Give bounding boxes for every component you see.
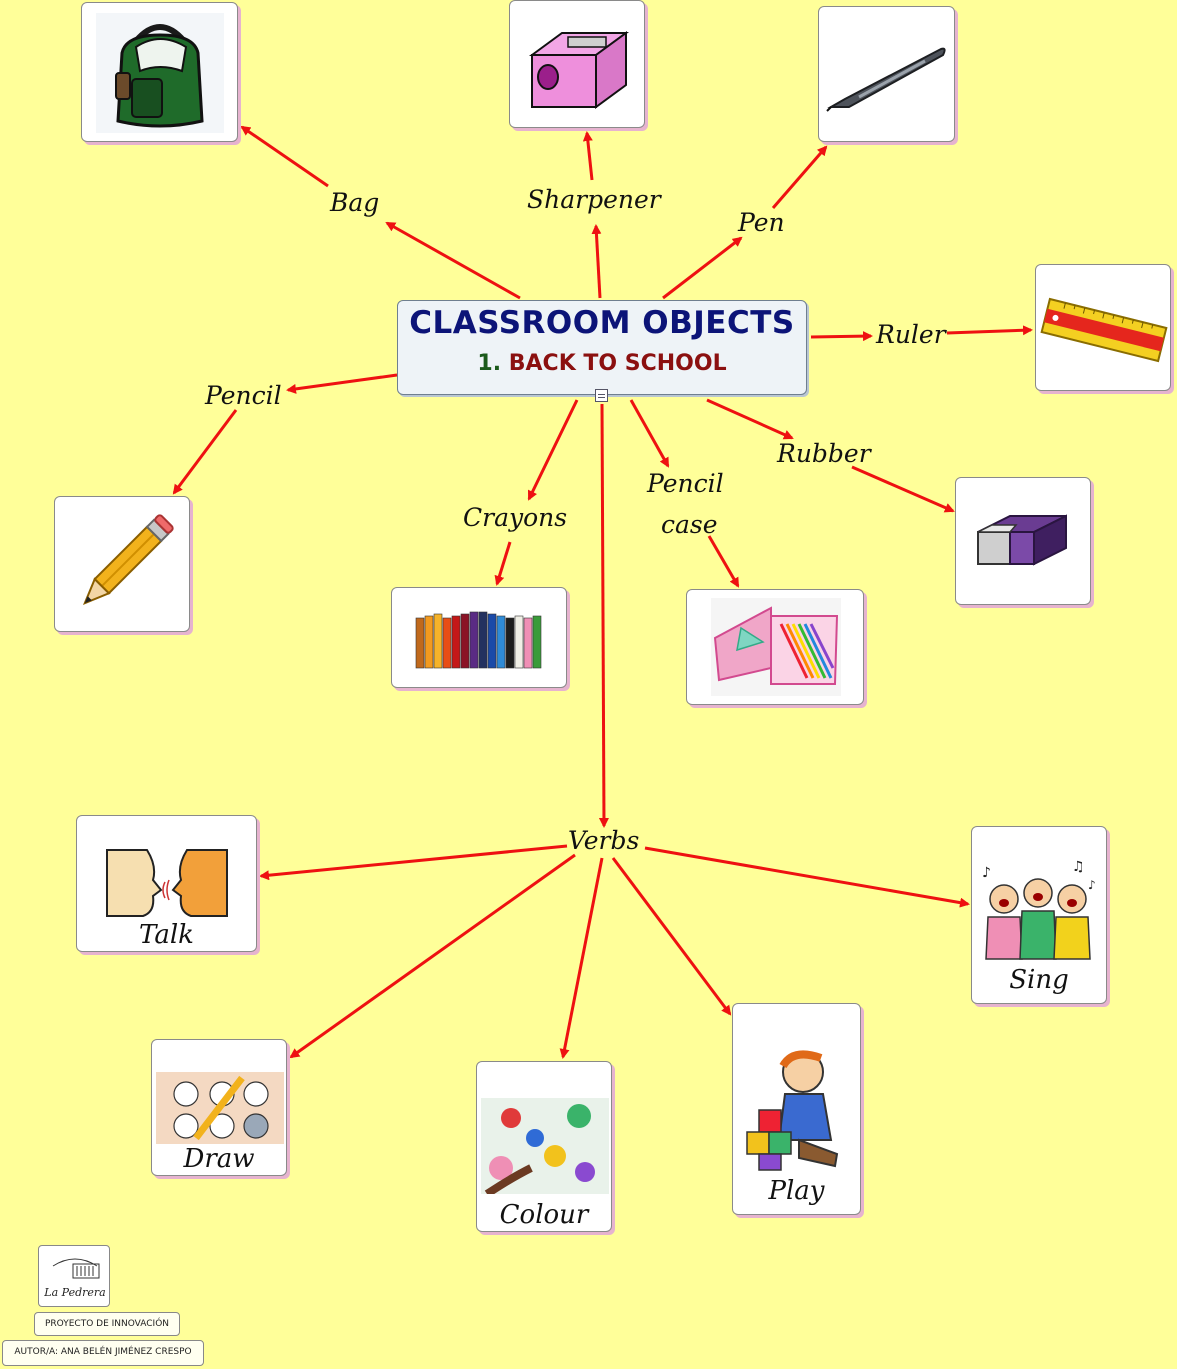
author-label: AUTOR/A: ANA BELÉN JIMÉNEZ CRESPO bbox=[2, 1340, 204, 1366]
svg-text:♪: ♪ bbox=[982, 865, 991, 881]
pen-icon bbox=[826, 47, 946, 112]
label-crayons: Crayons bbox=[463, 503, 568, 532]
card-bag[interactable] bbox=[81, 2, 238, 142]
colour-icon bbox=[481, 1098, 609, 1194]
pencil-case-icon bbox=[711, 598, 841, 696]
card-ruler[interactable] bbox=[1035, 264, 1171, 391]
label-pencil: Pencil bbox=[205, 381, 282, 410]
arrow-to-bag-label bbox=[385, 221, 521, 300]
draw-icon bbox=[156, 1072, 284, 1144]
arrow-to-ruler bbox=[946, 325, 1033, 336]
arrow-to-pen bbox=[771, 145, 828, 209]
play-caption: Play bbox=[768, 1176, 825, 1206]
card-play[interactable]: Play bbox=[732, 1003, 861, 1215]
sharpener-icon bbox=[528, 31, 630, 109]
arrow-to-pen-label bbox=[662, 236, 743, 300]
card-sing[interactable]: ♪ ♫ ♪ Sing bbox=[971, 826, 1107, 1004]
school-logo: La Pedrera bbox=[38, 1245, 110, 1307]
school-building-icon: La Pedrera bbox=[43, 1258, 106, 1299]
arrow-to-bag bbox=[240, 125, 329, 188]
arrow-to-ruler-label bbox=[810, 331, 873, 342]
arrow-to-sing bbox=[644, 846, 970, 908]
talk-icon bbox=[106, 849, 228, 917]
arrow-to-play bbox=[611, 857, 732, 1016]
colour-caption: Colour bbox=[499, 1200, 589, 1230]
card-pencil-case[interactable] bbox=[686, 589, 864, 705]
arrow-to-pencil bbox=[172, 409, 238, 495]
rubber-icon bbox=[977, 514, 1067, 566]
arrow-to-verbs bbox=[598, 403, 609, 828]
note-icon[interactable] bbox=[595, 389, 608, 402]
crayons-icon bbox=[415, 611, 542, 669]
play-icon bbox=[746, 1050, 839, 1171]
arrow-to-pencil-case-label bbox=[629, 399, 670, 468]
label-pencil-case-line2: case bbox=[661, 510, 718, 539]
label-rubber: Rubber bbox=[777, 439, 871, 468]
arrow-to-talk bbox=[259, 844, 568, 881]
central-subtitle: 1. BACK TO SCHOOL bbox=[398, 351, 806, 376]
svg-text:♪: ♪ bbox=[1088, 878, 1096, 892]
arrow-to-sharpener bbox=[582, 131, 594, 181]
svg-text:♫: ♫ bbox=[1072, 859, 1085, 875]
label-bag: Bag bbox=[330, 188, 380, 217]
label-pen: Pen bbox=[738, 208, 785, 237]
card-colour[interactable]: Colour bbox=[476, 1061, 612, 1232]
card-talk[interactable]: Talk bbox=[76, 815, 257, 952]
ruler-icon bbox=[1040, 297, 1168, 363]
card-rubber[interactable] bbox=[955, 477, 1091, 605]
logo-text: La Pedrera bbox=[43, 1286, 105, 1299]
card-sharpener[interactable] bbox=[509, 0, 645, 128]
card-crayons[interactable] bbox=[391, 587, 567, 688]
central-subtitle-text: BACK TO SCHOOL bbox=[508, 351, 727, 376]
arrow-to-colour bbox=[559, 857, 604, 1059]
arrow-to-pencil-label bbox=[286, 373, 398, 394]
arrow-to-rubber-label bbox=[706, 398, 794, 440]
arrow-to-sharpener-label bbox=[591, 224, 602, 299]
sing-caption: Sing bbox=[1009, 965, 1069, 995]
label-verbs: Verbs bbox=[568, 826, 640, 855]
central-title: CLASSROOM OBJECTS bbox=[409, 305, 795, 341]
card-draw[interactable]: Draw bbox=[151, 1039, 287, 1176]
central-topic[interactable]: CLASSROOM OBJECTS 1. BACK TO SCHOOL bbox=[397, 300, 807, 395]
arrow-to-crayons bbox=[494, 541, 512, 586]
backpack-icon bbox=[96, 13, 224, 133]
label-pencil-case-line1: Pencil bbox=[647, 469, 724, 498]
central-number: 1. bbox=[477, 351, 502, 376]
arrow-to-pencil-case bbox=[707, 535, 740, 588]
project-label: PROYECTO DE INNOVACIÓN bbox=[34, 1312, 180, 1336]
card-pencil[interactable] bbox=[54, 496, 190, 632]
card-pen[interactable] bbox=[818, 6, 955, 142]
arrow-to-rubber bbox=[851, 465, 955, 513]
label-sharpener: Sharpener bbox=[527, 185, 661, 214]
talk-caption: Talk bbox=[139, 920, 194, 950]
label-ruler: Ruler bbox=[876, 320, 946, 349]
arrow-to-crayons-label bbox=[527, 399, 579, 501]
arrow-to-draw bbox=[289, 853, 576, 1059]
sing-icon: ♪ ♫ ♪ bbox=[982, 859, 1096, 960]
pencil-icon bbox=[82, 514, 174, 606]
draw-caption: Draw bbox=[183, 1144, 255, 1174]
